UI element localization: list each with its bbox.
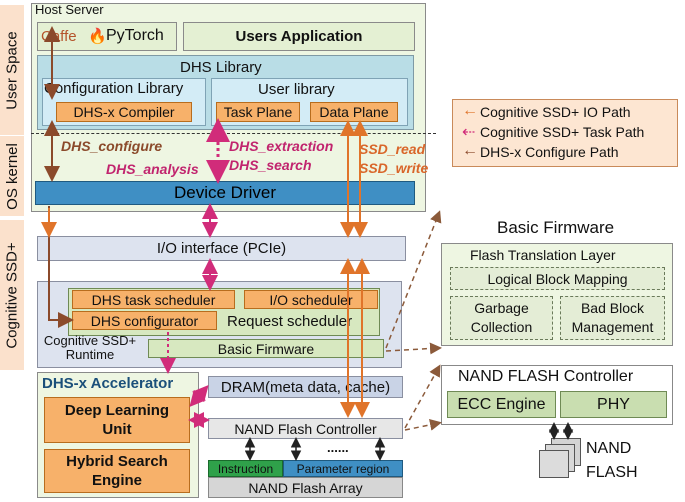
basic-firmware-detail-title: Basic Firmware: [497, 218, 615, 237]
configure-arrow-configurator: [48, 206, 74, 328]
legend-io-icon: ←: [462, 102, 478, 119]
parameter-region-box: Parameter region: [283, 460, 403, 477]
task-arrow-dl-dram: [189, 384, 209, 408]
ftl-title: Flash Translation Layer: [470, 247, 616, 263]
legend-task-label: Cognitive SSD+ Task Path: [480, 124, 645, 140]
dhs-configurator-box: DHS configurator: [72, 311, 217, 330]
garbage-collection-box: Garbage Collection: [450, 296, 553, 340]
nand-chip-front: [539, 450, 569, 478]
pytorch-label: PyTorch: [106, 27, 164, 44]
accelerator-title: DHS-x Accelerator: [42, 375, 174, 392]
dhs-library-title: DHS Library: [180, 59, 262, 76]
dhs-task-scheduler-box: DHS task scheduler: [72, 290, 235, 309]
side-label-user-space: User Space: [0, 5, 24, 135]
phy-box: PHY: [560, 391, 667, 418]
request-scheduler-label: Request scheduler: [227, 313, 353, 330]
callout-nfc: [404, 364, 441, 429]
framework-box: [37, 22, 177, 51]
dhs-configure-label: DHS_configure: [61, 138, 163, 154]
basic-firmware-box: Basic Firmware: [148, 339, 384, 358]
callout-nfc-b: [404, 418, 442, 431]
legend-task-icon: ⇠: [462, 124, 476, 141]
side-label-os-kernel: OS kernel: [0, 136, 24, 216]
dhs-analysis-label: DHS_analysis: [106, 161, 199, 177]
callout-firmware: [385, 210, 442, 349]
legend-io-label: Cognitive SSD+ IO Path: [480, 104, 631, 120]
nand-flash-controller-box: NAND Flash Controller: [208, 418, 403, 439]
nand-flash-label: NAND FLASH: [586, 440, 638, 481]
legend-box: [452, 99, 678, 167]
configuration-library-title: Configuration Library: [44, 80, 184, 97]
io-interface-box: I/O interface (PCIe): [37, 236, 406, 261]
nand-flash-array-box: NAND Flash Array: [208, 477, 403, 498]
host-server-title: Host Server: [35, 2, 104, 17]
callout-firmware-b: [385, 342, 442, 355]
hybrid-search-engine-box: Hybrid Search Engine: [44, 449, 190, 493]
dhs-extraction-label: DHS_extraction: [229, 138, 334, 154]
dhs-x-compiler-box: DHS-x Compiler: [56, 102, 192, 122]
logical-block-mapping-box: Logical Block Mapping: [450, 267, 665, 290]
pytorch-icon: 🔥: [88, 28, 107, 45]
dhs-search-label: DHS_search: [229, 157, 312, 173]
users-application-box: Users Application: [183, 22, 415, 51]
ssd-read-label: SSD_read: [359, 141, 426, 157]
runtime-label: Cognitive SSD+ Runtime: [43, 333, 137, 362]
ecc-engine-box: ECC Engine: [447, 391, 556, 418]
legend-configure-label: DHS-x Configure Path: [480, 144, 619, 160]
nand-controller-detail-title: NAND FLASH Controller: [458, 368, 634, 385]
kernel-divider: [31, 133, 436, 134]
task-plane-box: Task Plane: [216, 102, 300, 122]
channel-dots: ......: [327, 440, 349, 455]
bad-block-management-box: Bad Block Management: [560, 296, 665, 340]
side-label-cognitive-ssd: Cognitive SSD+: [0, 220, 24, 370]
legend-configure-icon: ←: [462, 142, 478, 159]
user-library-title: User library: [258, 81, 335, 98]
ssd-write-label: SSD_write: [359, 160, 429, 176]
